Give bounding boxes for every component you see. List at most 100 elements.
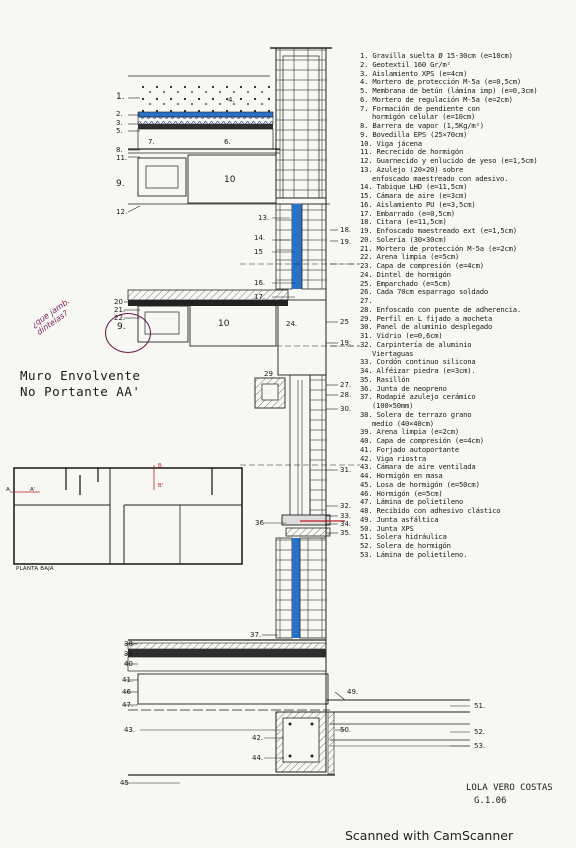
legend-item: 53. Lámina de polietileno. <box>360 550 468 559</box>
legend-item: 22. Arena limpia (e=5cm) <box>360 253 460 262</box>
section-axis-lines <box>330 263 360 347</box>
legend-item: 35. Rasillón <box>360 375 410 384</box>
author-name: LOLA VERO COSTAS <box>466 783 553 793</box>
callout-19b: 19. <box>340 339 352 347</box>
callout-27: 27. <box>340 381 352 389</box>
legend-item: 3. Aislamiento XPS (e=4cm) <box>360 69 468 78</box>
legend-item: 19. Enfoscado maestreado ext (e=1,5cm) <box>360 227 517 235</box>
legend-item: 49. Junta asfáltica <box>360 515 439 524</box>
legend-item: (100×50mm) <box>372 402 414 410</box>
callout-40: 40 <box>124 660 133 668</box>
callout-42: 42. <box>252 734 264 742</box>
callout-3: 3. <box>116 119 123 127</box>
legend-item: 45. Losa de hormigón (e=50cm) <box>360 480 480 489</box>
legend-item: 32. Carpintería de aluminio <box>360 340 472 349</box>
callout-6: 6. <box>224 138 231 146</box>
legend-item: 44. Hormigón en masa <box>360 472 443 480</box>
legend-item: 11. Recrecido de hormigón <box>360 148 464 157</box>
legend-item: 20. Solería (30×30cm) <box>360 235 447 244</box>
legend-item: 12. Guarnecido y enlucido de yeso (e=1,5… <box>360 157 538 165</box>
callout-29: 29 <box>264 370 273 378</box>
callout-44: 44. <box>252 754 264 762</box>
legend-item: 34. Alféizar piedra (e=3cm). <box>360 367 476 375</box>
callout-43: 43. <box>124 726 136 734</box>
legend-item: 46. Hormigón (e=5cm) <box>360 489 443 498</box>
drawing-title: Muro Envolvente No Portante AA' <box>20 368 140 400</box>
callout-5: 5. <box>116 127 123 135</box>
legend-item: 40. Capa de compresión (e=4cm) <box>360 437 484 445</box>
callout-14: 14. <box>254 234 266 242</box>
callout-38: 38 <box>124 640 133 648</box>
callout-51: 51. <box>474 702 486 710</box>
callout-4: 4. <box>228 96 235 104</box>
callout-33: 33. <box>340 512 352 520</box>
facade-wall <box>127 47 360 770</box>
callout-12: 12. <box>116 208 128 216</box>
legend-item: 31. Vidrio (e=0,6cm) <box>360 332 443 340</box>
callout-8: 8. <box>116 146 123 154</box>
legend-item: 39. Arena limpia (e=2cm) <box>360 428 460 437</box>
callout-39: 39 <box>124 650 133 658</box>
callout-7: 7. <box>148 138 155 146</box>
legend-item: 30. Panel de aluminio desplegado <box>360 323 493 332</box>
legend-item: 5. Membrana de betún (lámina imp) (e=0,3… <box>360 87 538 95</box>
legend-item: 37. Rodapié azulejo cerámico <box>360 393 476 402</box>
legend-item: 4. Mortero de protección M-5a (e=0,5cm) <box>360 78 521 87</box>
callout-52: 52. <box>474 728 486 736</box>
callout-37: 37. <box>250 631 262 639</box>
legend-item: 18. Citara (e=11,5cm) <box>360 218 447 227</box>
floor-plan-sketch <box>10 465 243 565</box>
section-mark-b: B <box>158 463 162 469</box>
legend-item: 25. Emparchado (e=5cm) <box>360 279 451 288</box>
callout-36: 36 <box>255 519 264 527</box>
section-mark-b-prime: B' <box>158 483 164 489</box>
legend-item: 15. Cámara de aire (e=3cm) <box>360 192 468 200</box>
callout-2: 2. <box>116 110 123 118</box>
scanner-watermark: Scanned with CamScanner <box>345 828 514 843</box>
callout-20: 20 <box>114 298 123 306</box>
legend-item: 13. Azulejo (20×20) sobre <box>360 165 464 174</box>
legend-item: 7. Formación de pendiente con <box>360 104 480 113</box>
bitumen-membrane-layer <box>138 124 273 129</box>
legend-item: hormigón celular (e=10cm) <box>372 113 476 122</box>
callout-16: 16. <box>254 279 266 287</box>
callout-53: 53. <box>474 742 486 750</box>
callout-46: 46 <box>122 688 131 696</box>
floor-plan-label: PLANTA BAJA <box>16 566 54 572</box>
callout-32: 32. <box>340 502 352 510</box>
callout-15: 15 <box>254 248 263 256</box>
callout-41: 41. <box>122 676 134 684</box>
leader-lines <box>124 97 470 784</box>
legend-item: Viertaguas <box>372 349 414 358</box>
callout-49: 49. <box>347 688 359 696</box>
callout-31: 31. <box>340 466 352 474</box>
legend-item: 27. <box>360 297 373 305</box>
legend-item: medio (40×40cm) <box>372 419 434 428</box>
section-mark-a-prime: A' <box>30 487 36 493</box>
legend-item: 6. Mortero de regulación M-5a (e=2cm) <box>360 95 513 104</box>
xps-insulation-layer <box>137 111 274 118</box>
legend-item: 26. Cada 70cm esparrago soldado <box>360 288 488 297</box>
legend-item: 28. Enfoscado con puente de adherencia. <box>360 305 521 314</box>
callout-24: 24. <box>286 320 298 328</box>
legend-item: 2. Geotextil 160 Gr/m² <box>360 60 451 69</box>
roof-section <box>128 75 330 205</box>
legend-item: 9. Bovedilla EPS (25×70cm) <box>360 130 468 139</box>
callout-45: 45 <box>120 779 129 787</box>
callout-19: 19. <box>340 238 352 246</box>
materials-legend: 1. Gravilla suelta Ø 15-30cm (e=10cm)2. … <box>360 52 574 560</box>
pu-insulation <box>292 204 302 289</box>
foundation-section <box>127 639 470 776</box>
legend-item: 16. Aislamiento PU (e=3,5cm) <box>360 200 476 209</box>
legend-item: 33. Cordón continuo silicona <box>360 358 476 367</box>
legend-item: enfoscado maestreado con adesivo. <box>372 174 509 183</box>
legend-item: 14. Tabique LHD (e=11,5cm) <box>360 183 468 192</box>
legend-item: 8. Barrera de vapor (1,5Kg/m²) <box>360 122 484 130</box>
callout-10: 10 <box>224 175 236 185</box>
legend-item: 36. Junta de neopreno <box>360 384 447 393</box>
callout-9: 9. <box>116 179 125 189</box>
legend-item: 10. Viga jácena <box>360 139 422 148</box>
legend-item: 42. Viga riostra <box>360 454 427 463</box>
callout-10b: 10 <box>218 319 230 329</box>
